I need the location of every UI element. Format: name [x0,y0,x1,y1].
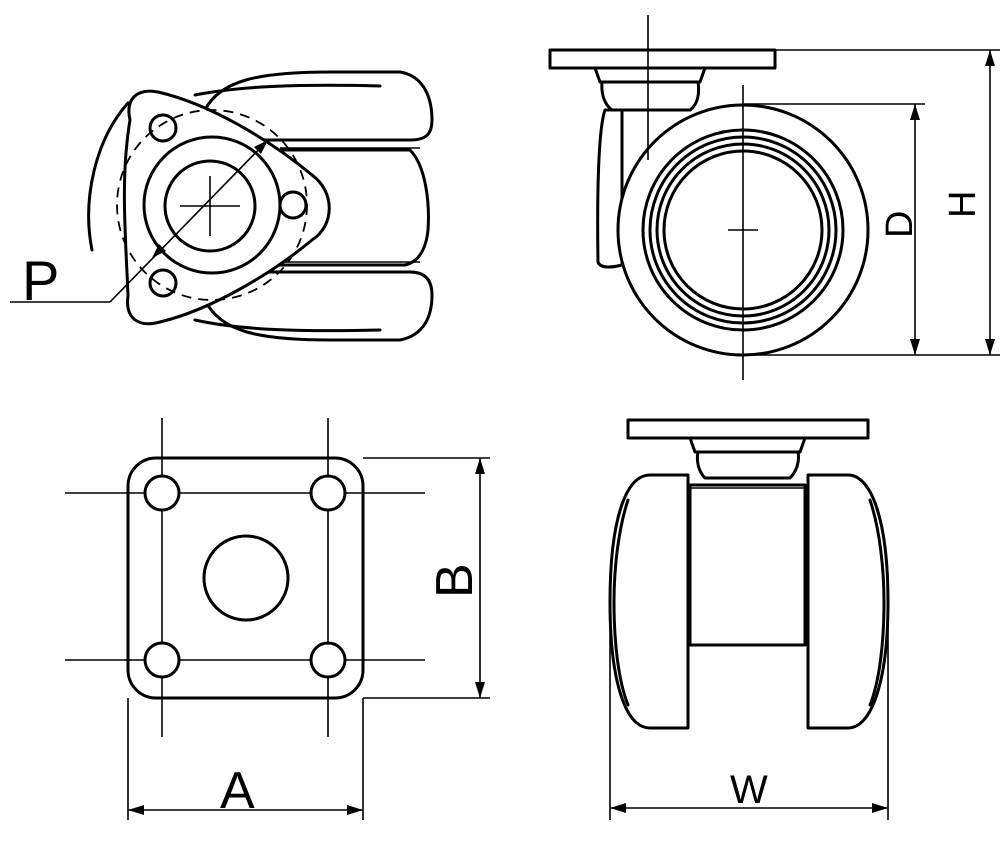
bolt-hole [148,113,178,143]
center-hole [202,534,290,622]
right-wheel-tread [868,498,886,707]
arrowhead [910,104,920,120]
top-plate [548,48,777,70]
swivel-neck [695,450,800,480]
arrowhead [475,458,485,474]
upper-wheel-body [203,70,434,142]
bolt-hole [143,474,181,512]
arrowhead [152,244,166,258]
view-front-elevation: W [608,418,890,820]
arrowhead [985,50,995,66]
label-b: B [426,563,484,598]
top-plate [626,418,870,440]
label-d: D [879,211,921,238]
label-p: P [22,249,59,312]
arrowhead [254,140,268,154]
label-h: H [942,191,984,218]
swivel-neck [600,80,701,112]
bolt-hole [309,474,347,512]
arrowhead [347,805,363,815]
arrowhead [985,339,995,355]
bolt-hole [278,190,308,220]
bolt-hole [148,268,178,298]
view-triangular-plate: P [10,70,434,342]
arrowhead [610,803,626,813]
lower-wheel-inner [193,318,382,333]
arrowhead [910,339,920,355]
label-a: A [220,762,255,820]
swivel-stem [688,436,807,454]
arrowhead [475,682,485,698]
label-w: W [730,768,768,812]
swivel-stem [593,66,707,84]
triangular-plate [122,89,331,326]
square-plate [126,456,365,700]
bolt-hole [143,641,181,679]
dimension-line-p [109,139,269,303]
fork-arm [596,108,624,269]
arrowhead [128,805,144,815]
left-wheel-tread [612,498,630,707]
view-side-elevation: D H [548,15,1000,380]
bolt-hole [309,641,347,679]
upper-wheel-inner [193,83,382,97]
arrowhead [872,803,888,813]
center-bore [163,159,257,253]
swivel-arc [87,101,130,252]
view-square-plate: B A [65,418,490,820]
hub-body [688,483,807,647]
